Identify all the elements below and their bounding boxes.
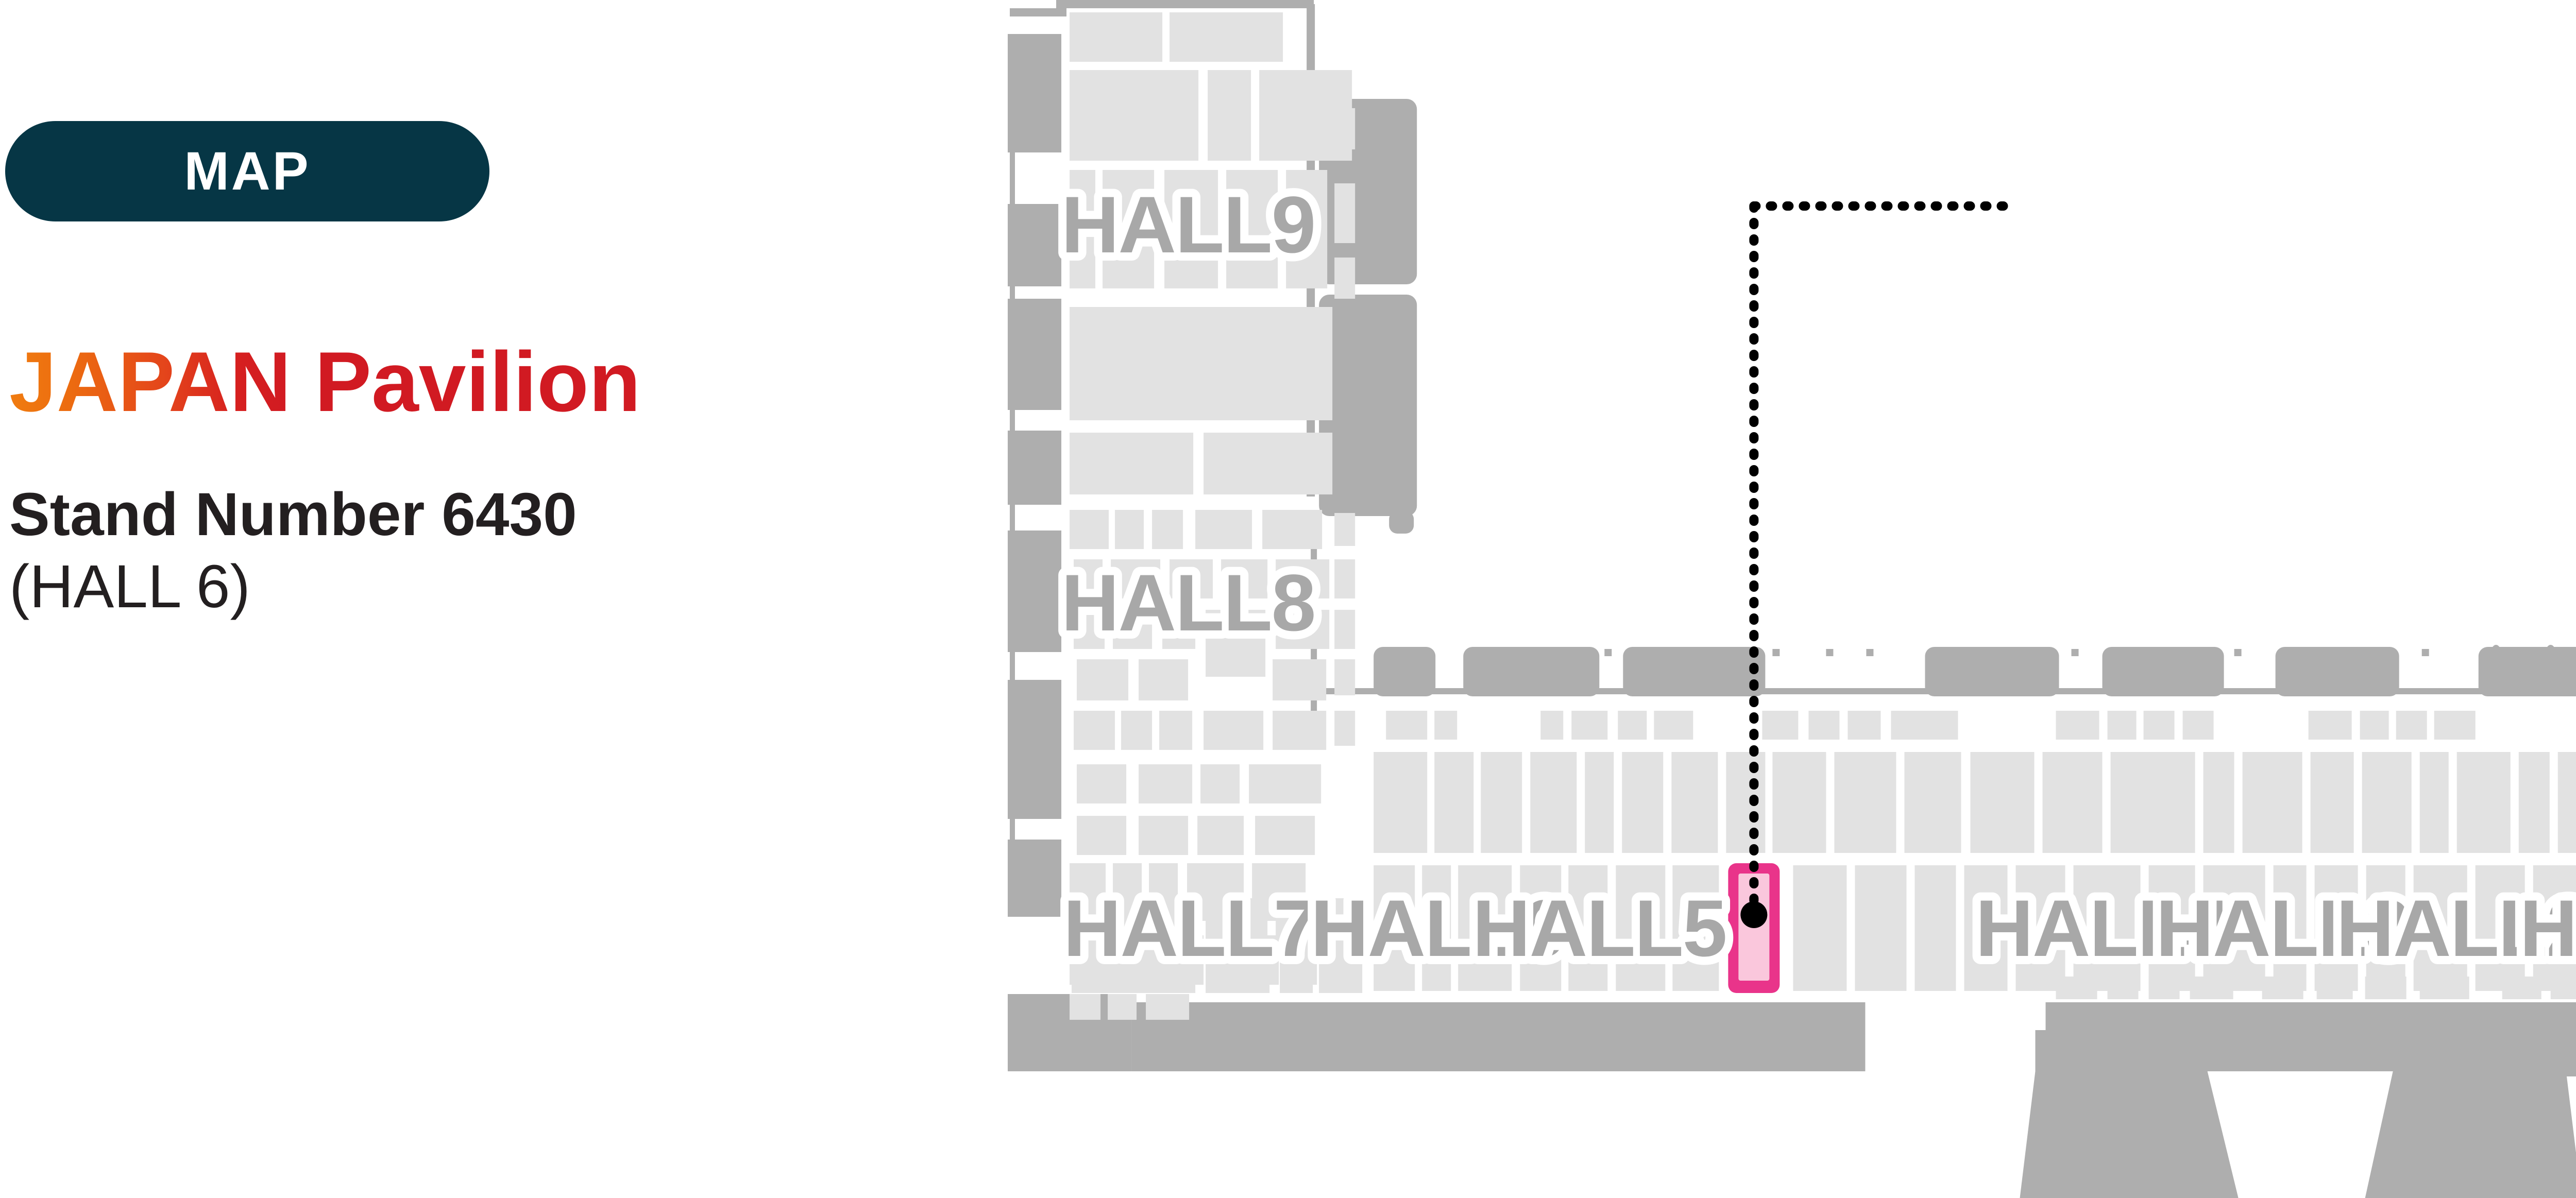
page-title-solid-part: Pavilion bbox=[291, 334, 641, 429]
page-title: JAPAN Pavilion bbox=[9, 337, 937, 426]
map-badge-label: MAP bbox=[184, 141, 311, 201]
hall-label-hall5: HALL5 bbox=[1472, 884, 1726, 973]
hall-label-hall7: HALL7 bbox=[1063, 884, 1317, 973]
halls-1-6-row-2 bbox=[1374, 865, 2576, 991]
info-panel: MAP JAPAN Pavilion Stand Number 6430 (HA… bbox=[0, 0, 979, 1198]
floor-plan-svg: HALL9 HALL8 HALL7 HALL6 HALL5 HALL4 HALL… bbox=[1008, 0, 2576, 1198]
halls-1-6-top-row bbox=[1386, 711, 2476, 740]
panel-stand-number: Stand Number 6430 bbox=[9, 481, 577, 549]
hall-labels: HALL9 HALL8 HALL7 HALL6 HALL5 HALL4 HALL… bbox=[1053, 172, 2576, 982]
hall-label-hall6: HALL6 bbox=[1311, 884, 1565, 973]
entrance-wings bbox=[2020, 1022, 2576, 1198]
hall-label-hall2: HALL2 bbox=[2336, 884, 2576, 973]
hall9-stands bbox=[1070, 12, 1355, 494]
panel-hall-number: (HALL 6) bbox=[9, 553, 250, 621]
hall-label-hall8: HALL8 bbox=[1061, 558, 1315, 648]
hall7-lower-stands bbox=[1072, 898, 1363, 993]
map-structure-outline bbox=[1008, 0, 2576, 1071]
hall8-stands bbox=[1070, 510, 1355, 855]
halls-1-6-row-1 bbox=[1374, 752, 2576, 853]
hall-label-hall3: HALL3 bbox=[2156, 884, 2410, 973]
hall-label-hall9: HALL9 bbox=[1061, 180, 1315, 270]
map-badge: MAP bbox=[5, 121, 489, 221]
leader-line bbox=[1740, 201, 2014, 928]
exhibition-floor-map: HALL9 HALL8 HALL7 HALL6 HALL5 HALL4 HALL… bbox=[979, 0, 2576, 1198]
bottom-strip-stands bbox=[2056, 977, 2576, 999]
hall-label-hall1: HALL1 bbox=[2519, 884, 2576, 973]
page-title-gradient-part: JAPAN bbox=[9, 334, 292, 429]
hall-label-hall4: HALL4 bbox=[1975, 884, 2230, 973]
